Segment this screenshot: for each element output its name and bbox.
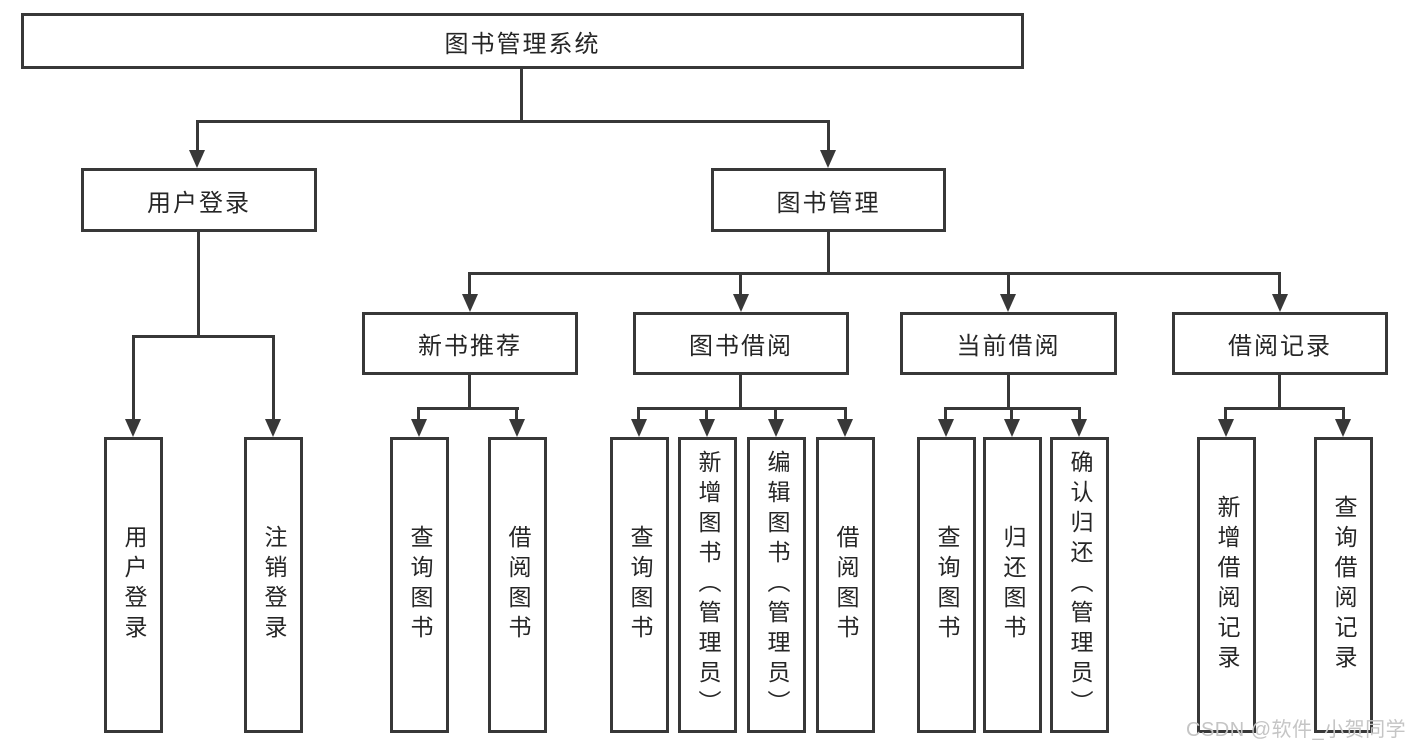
leaf-add-books-admin: 新增图书（管理员） — [678, 437, 737, 733]
arrowhead-leaf — [699, 419, 715, 437]
leaf-return-books: 归还图书 — [983, 437, 1042, 733]
arrowhead-leaf — [1335, 419, 1351, 437]
connector-leaf-drop — [1224, 407, 1227, 424]
leaf-label: 借阅图书 — [833, 525, 859, 645]
leaf-label: 确认归还（管理员） — [1067, 450, 1093, 720]
leaf-edit-books-admin: 编辑图书（管理员） — [747, 437, 806, 733]
node-new-book-recommend: 新书推荐 — [362, 312, 578, 375]
connector-leaf-drop — [1078, 407, 1081, 424]
connector-leaf-drop — [844, 407, 847, 424]
connector-leaf-drop — [705, 407, 708, 424]
connector-leaf-drop — [774, 407, 777, 424]
connector-leaf-drop — [1010, 407, 1013, 424]
connector-g5-bar — [1224, 407, 1345, 410]
connector-root-stem — [520, 68, 523, 122]
leaf-query-borrow-record: 查询借阅记录 — [1314, 437, 1373, 733]
leaf-query-books-current: 查询图书 — [917, 437, 976, 733]
leaf-label: 用户登录 — [121, 525, 147, 645]
node-current-borrowing: 当前借阅 — [900, 312, 1117, 375]
connector-l3-drop — [1278, 272, 1281, 298]
node-book-borrowing: 图书借阅 — [633, 312, 849, 375]
connector-leaf-drop — [637, 407, 640, 424]
leaf-label: 新增图书（管理员） — [695, 450, 721, 720]
connector-leaf-drop — [515, 407, 518, 424]
csdn-watermark: CSDN @软件_小贺同学 — [1186, 719, 1405, 741]
arrowhead-leaf — [837, 419, 853, 437]
connector-g5-stem — [1278, 375, 1281, 410]
arrowhead-l3 — [1272, 294, 1288, 312]
leaf-label: 归还图书 — [1000, 525, 1026, 645]
connector-book-mgmt-stem — [827, 232, 830, 275]
leaf-query-books-borrowing: 查询图书 — [610, 437, 669, 733]
arrowhead-leaf — [125, 419, 141, 437]
connector-g2-bar — [417, 407, 519, 410]
connector-l3-drop — [739, 272, 742, 298]
arrowhead-leaf — [1218, 419, 1234, 437]
connector-l3-drop — [468, 272, 471, 298]
connector-g3-bar — [637, 407, 847, 410]
connector-leaf-drop — [944, 407, 947, 424]
leaf-query-books-recommend: 查询图书 — [390, 437, 449, 733]
connector-g2-stem — [468, 375, 471, 410]
leaf-confirm-return-admin: 确认归还（管理员） — [1050, 437, 1109, 733]
arrowhead-l3 — [462, 294, 478, 312]
leaf-label: 借阅图书 — [505, 525, 531, 645]
node-book-management: 图书管理 — [711, 168, 946, 232]
arrowhead-leaf — [265, 419, 281, 437]
arrowhead-l3 — [733, 294, 749, 312]
connector-g4-stem — [1007, 375, 1010, 410]
leaf-label: 编辑图书（管理员） — [764, 450, 790, 720]
connector-g3-stem — [739, 375, 742, 410]
arrowhead-leaf — [509, 419, 525, 437]
leaf-add-borrow-record: 新增借阅记录 — [1197, 437, 1256, 733]
leaf-label: 新增借阅记录 — [1214, 495, 1240, 675]
leaf-label: 查询图书 — [934, 525, 960, 645]
leaf-user-login: 用户登录 — [104, 437, 163, 733]
leaf-label: 查询图书 — [407, 525, 433, 645]
leaf-borrow-books-recommend: 借阅图书 — [488, 437, 547, 733]
connector-book-mgmt-drop — [827, 120, 830, 153]
connector-book-mgmt-bar — [468, 272, 1281, 275]
connector-root-bar — [196, 120, 830, 123]
arrowhead-leaf — [411, 419, 427, 437]
arrowhead-l3 — [1000, 294, 1016, 312]
arrowhead-leaf — [631, 419, 647, 437]
connector-leaf-drop — [272, 335, 275, 423]
connector-user-login-stem — [197, 232, 200, 338]
connector-leaf-drop — [132, 335, 135, 423]
node-user-login: 用户登录 — [81, 168, 317, 232]
arrowhead-leaf — [938, 419, 954, 437]
leaf-logout: 注销登录 — [244, 437, 303, 733]
arrowhead-book-mgmt — [820, 150, 836, 168]
arrowhead-leaf — [1004, 419, 1020, 437]
node-library-system: 图书管理系统 — [21, 13, 1024, 69]
leaf-label: 注销登录 — [261, 525, 287, 645]
arrowhead-leaf — [1071, 419, 1087, 437]
leaf-label: 查询图书 — [627, 525, 653, 645]
connector-leaf-drop — [417, 407, 420, 424]
connector-leaf-drop — [1342, 407, 1345, 424]
leaf-borrow-books: 借阅图书 — [816, 437, 875, 733]
connector-l3-drop — [1007, 272, 1010, 298]
node-borrowing-records: 借阅记录 — [1172, 312, 1388, 375]
connector-user-login-drop — [196, 120, 199, 153]
arrowhead-user-login — [189, 150, 205, 168]
connector-user-login-bar — [132, 335, 275, 338]
leaf-label: 查询借阅记录 — [1331, 495, 1357, 675]
arrowhead-leaf — [768, 419, 784, 437]
